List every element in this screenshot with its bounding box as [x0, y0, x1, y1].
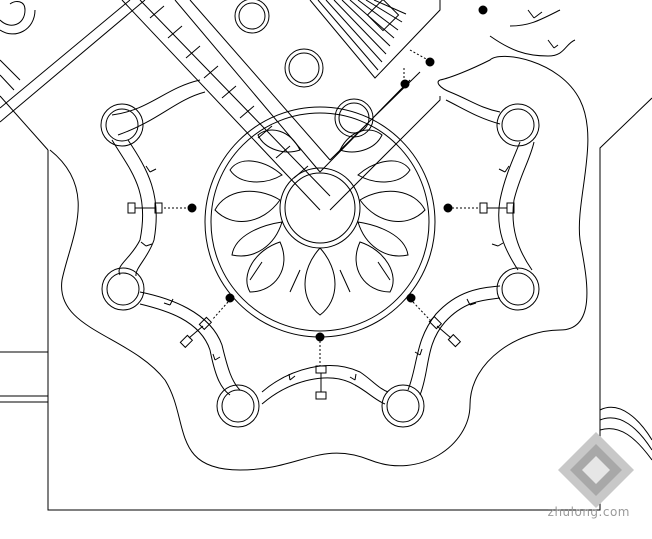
corner-details	[0, 2, 652, 460]
deck-stairs	[310, 0, 440, 78]
water-basins	[101, 104, 539, 427]
diagonal-walkway	[0, 0, 440, 210]
water-channel	[112, 80, 534, 404]
light-fixtures	[188, 6, 487, 341]
stepping-circles	[235, 0, 373, 137]
watermark-text: zhulong.com	[547, 505, 630, 519]
lawn-edge	[50, 56, 588, 470]
lotus-paving	[205, 107, 435, 337]
fountain-nozzles	[128, 203, 514, 399]
path-top-right	[490, 10, 575, 56]
watermark-logo-icon	[558, 432, 634, 508]
fixture-leads	[164, 50, 478, 366]
site-boundary	[0, 96, 652, 510]
